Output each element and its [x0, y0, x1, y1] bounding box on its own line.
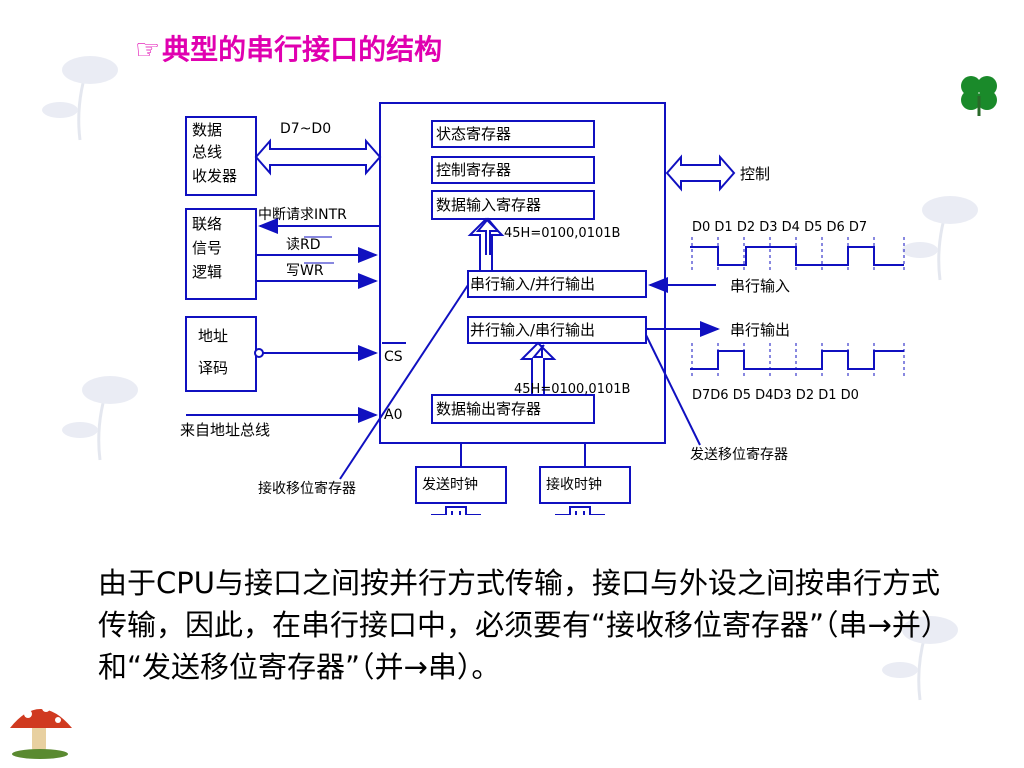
p2s-label: 并行输入/串行输出 — [470, 321, 595, 339]
slide-title: ☞典型的串行接口的结构 — [135, 28, 442, 68]
up-arrow-to-data-input — [475, 217, 501, 255]
caption-text: 由于CPU与接口之间按并行方式传输，接口与外设之间按串行方式传输，因此，在串行接… — [98, 566, 950, 684]
pointing-hand-icon: ☞ — [135, 33, 161, 66]
control-double-arrow — [665, 154, 736, 192]
arrow-s2p-to-input-register — [467, 217, 505, 271]
serial-to-parallel-box — [467, 270, 647, 298]
recv-shift-pointer-line — [339, 284, 469, 480]
send-clock-pulse — [451, 511, 461, 515]
serial-out-waveform — [690, 350, 904, 370]
interface-chip-box — [379, 102, 666, 444]
recv-clock-label: 接收时钟 — [546, 476, 602, 493]
value-label-top: 45H=0100,0101B — [504, 226, 620, 241]
cs-label: CS — [384, 349, 403, 365]
data-bus-label: D7~D0 — [280, 121, 331, 137]
send-shift-register-label: 发送移位寄存器 — [690, 446, 788, 463]
serial-in-waveform — [690, 246, 904, 266]
clover-icon — [961, 76, 997, 116]
bits-bottom-label: D7D6 D5 D4D3 D2 D1 D0 — [692, 388, 859, 403]
recv-clock-waveform — [555, 506, 605, 515]
recv-shift-register-label: 接收移位寄存器 — [258, 480, 356, 497]
status-register-label: 状态寄存器 — [436, 125, 511, 143]
decode-label-2: 译码 — [198, 359, 228, 377]
control-register-box — [431, 156, 595, 184]
background-flower — [62, 376, 138, 461]
serial-interface-diagram: 数据 总线 收发器 联络 信号 逻辑 地址 译码 来自地址总线 D7~D0 中断… — [180, 102, 905, 515]
serial-in-label: 串行输入 — [730, 277, 790, 295]
send-clock-label: 发送时钟 — [422, 476, 478, 493]
data-input-register-box — [431, 190, 595, 220]
logic-label-2: 信号 — [192, 239, 222, 257]
s2p-label: 串行输入/并行输出 — [470, 275, 595, 293]
cs-inverter-bubble — [254, 348, 264, 358]
send-shift-pointer-line — [645, 334, 701, 446]
recv-clock-pulse — [575, 511, 585, 515]
bits-top-label: D0 D1 D2 D3 D4 D5 D6 D7 — [692, 220, 867, 235]
send-clock-waveform — [431, 506, 481, 515]
transceiver-label-1: 数据 — [192, 121, 222, 139]
arrow-output-register-to-p2s — [519, 341, 557, 395]
wr-label: 写WR — [286, 263, 324, 279]
background-flower — [882, 616, 958, 701]
decode-label-1: 地址 — [198, 327, 228, 345]
rd-label: 读RD — [286, 236, 321, 253]
up-arrow-unused — [531, 344, 545, 358]
logic-label-3: 逻辑 — [192, 263, 222, 281]
slide-title-text: 典型的串行接口的结构 — [162, 33, 443, 66]
background-flower — [902, 196, 978, 281]
transceiver-label-2: 总线 — [192, 143, 222, 161]
logic-label-1: 联络 — [192, 215, 222, 233]
data-output-register-box — [431, 394, 595, 424]
data-input-register-label: 数据输入寄存器 — [436, 196, 541, 214]
addr-bus-label: 来自地址总线 — [180, 421, 270, 439]
transceiver-label-3: 收发器 — [192, 167, 237, 185]
mushroom-icon — [10, 704, 72, 759]
a0-label: A0 — [384, 407, 402, 423]
background-flower — [42, 56, 118, 141]
value-label-bottom: 45H=0100,0101B — [514, 382, 630, 397]
intr-label: 中断请求INTR — [258, 207, 347, 223]
control-register-label: 控制寄存器 — [436, 161, 511, 179]
status-register-box — [431, 120, 595, 148]
control-label: 控制 — [740, 165, 770, 183]
data-output-register-label: 数据输出寄存器 — [436, 400, 541, 418]
serial-out-label: 串行输出 — [730, 321, 790, 339]
data-bus-double-arrow — [254, 138, 382, 176]
